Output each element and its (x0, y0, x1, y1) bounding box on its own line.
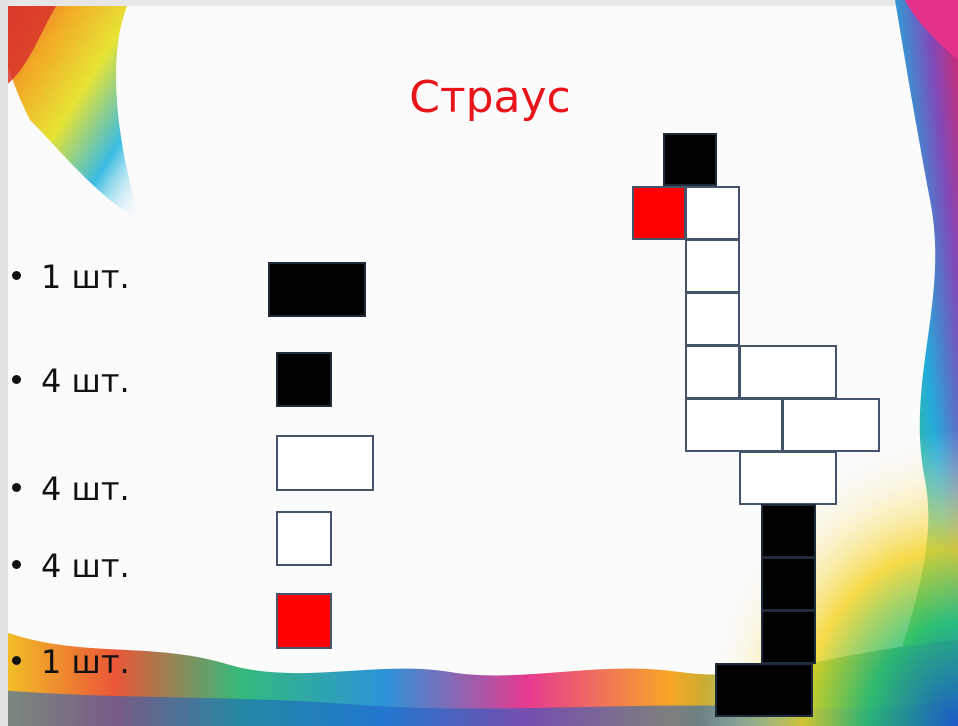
ostrich-neck-block (685, 186, 740, 240)
bullet-item: 1 шт. (12, 643, 130, 681)
ostrich-body-block (782, 398, 880, 452)
bullet-text: 1 шт. (41, 643, 130, 681)
bullet-dot-icon (12, 270, 21, 280)
ostrich-neck-block (685, 292, 740, 346)
slide-title: Страус (409, 72, 571, 123)
ostrich-beak-block (632, 186, 686, 240)
bullet-item: 4 шт. (12, 362, 130, 400)
legend-red-square-block (276, 593, 332, 649)
ostrich-leg-block (761, 610, 816, 664)
bullet-item: 4 шт. (12, 547, 130, 585)
ostrich-body-block (739, 345, 837, 399)
ostrich-leg-block (761, 557, 816, 611)
ostrich-foot-block (715, 663, 813, 717)
bullet-item: 1 шт. (12, 258, 130, 296)
legend-white-long-block (276, 435, 374, 491)
ostrich-neck-block (685, 239, 740, 293)
bullet-dot-icon (12, 559, 21, 569)
legend-white-square-block (276, 511, 332, 566)
bullet-text: 4 шт. (41, 470, 130, 508)
bullet-text: 1 шт. (41, 258, 130, 296)
bullet-dot-icon (12, 655, 21, 665)
ostrich-body-block (685, 398, 783, 452)
legend-black-square-block (276, 352, 332, 407)
ostrich-body-block (739, 451, 837, 505)
bullet-dot-icon (12, 374, 21, 384)
ostrich-head-block (663, 133, 717, 186)
legend-black-long-block (268, 262, 366, 317)
bullet-text: 4 шт. (41, 547, 130, 585)
bullet-text: 4 шт. (41, 362, 130, 400)
bullet-item: 4 шт. (12, 470, 130, 508)
ostrich-leg-block (761, 504, 816, 558)
bullet-dot-icon (12, 482, 21, 492)
ostrich-neck-block (685, 345, 740, 399)
